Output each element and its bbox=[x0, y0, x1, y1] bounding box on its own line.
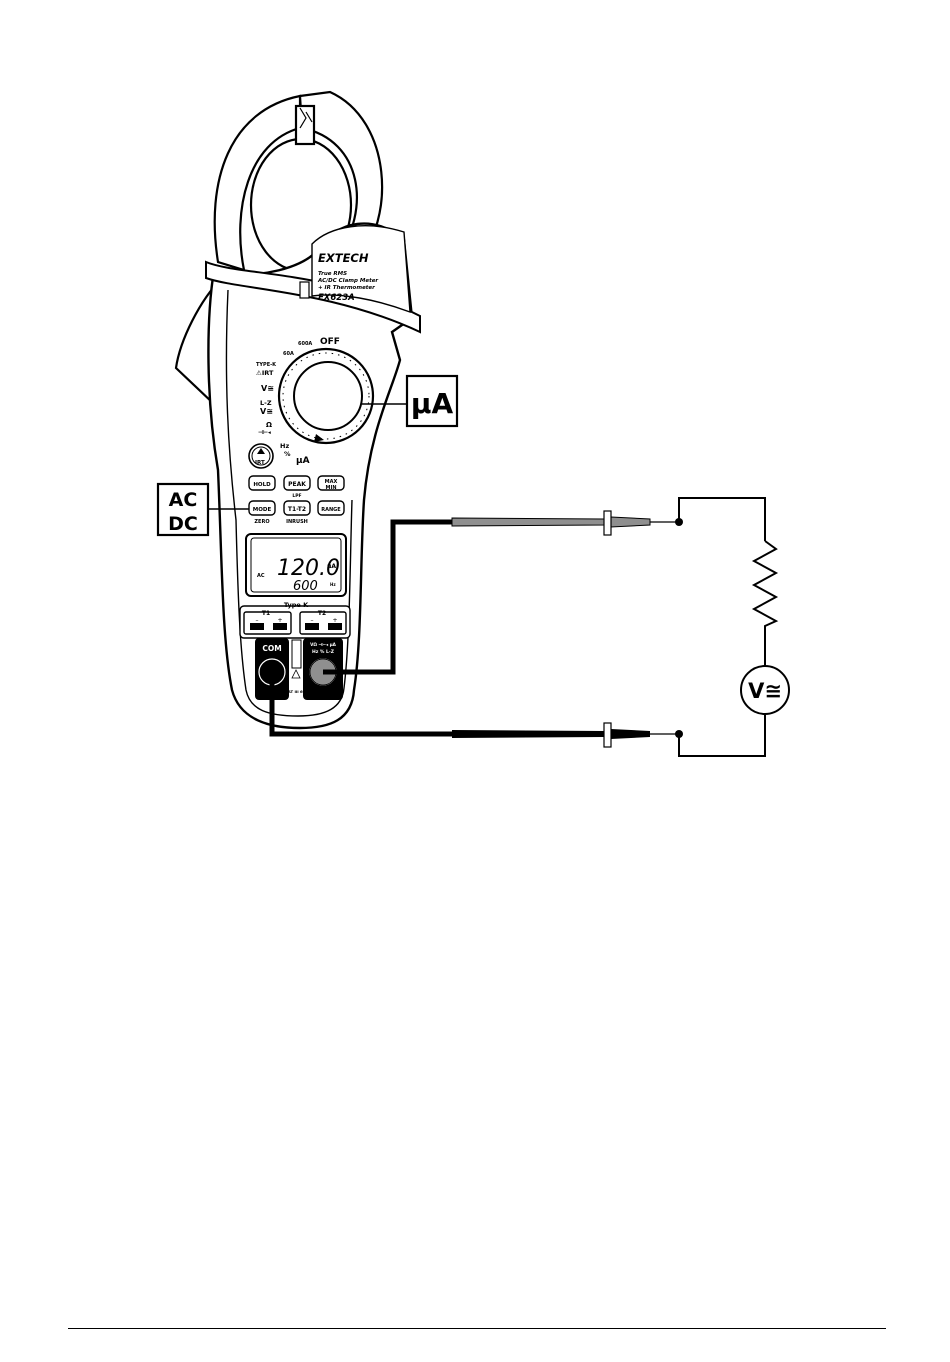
red-probe bbox=[452, 518, 604, 526]
lcd-sub-unit: Hz bbox=[330, 582, 336, 587]
dial-diode-label: ⊣⊢◂ bbox=[258, 430, 271, 436]
hold-label: HOLD bbox=[253, 482, 271, 488]
t1-label: T1 bbox=[262, 610, 270, 617]
t2-plus-socket[interactable] bbox=[328, 623, 342, 630]
t2-plus: + bbox=[332, 617, 337, 624]
inrush-sublabel: INRUSH bbox=[286, 519, 308, 525]
mode-label: MODE bbox=[253, 507, 272, 513]
zero-sublabel: ZERO bbox=[254, 519, 269, 525]
lcd-ac-annunciator: AC bbox=[257, 573, 265, 579]
dial-volt-label: V≅ bbox=[261, 384, 274, 393]
dial-lz-label: L-Z bbox=[260, 399, 272, 407]
input-jack-label-1: VΩ ⊣⊢◂ µA bbox=[310, 642, 337, 647]
footer-rule bbox=[68, 1328, 886, 1329]
circuit bbox=[679, 498, 776, 756]
t1t2-label: T1-T2 bbox=[288, 506, 306, 513]
function-callout-text: µA bbox=[411, 387, 454, 420]
brand-subtitle-1: True RMS bbox=[318, 271, 347, 277]
mode-callout-text-2: DC bbox=[168, 513, 198, 535]
t1-plus: + bbox=[277, 617, 282, 624]
irt-button-label: IRT bbox=[255, 460, 265, 466]
t1-plus-socket[interactable] bbox=[273, 623, 287, 630]
dial-60a-label: 60A bbox=[283, 351, 294, 357]
input-jack-label-2: Hz % L-Z bbox=[312, 649, 335, 655]
dial-irt-label: ⚠IRT bbox=[256, 369, 274, 377]
dial-ohm-label: Ω bbox=[266, 421, 272, 429]
model-number: EX623A bbox=[318, 293, 355, 303]
peak-label: PEAK bbox=[288, 481, 306, 488]
cat-rating-label: CAT III 600V bbox=[285, 689, 311, 694]
brand-logo: EXTECH bbox=[318, 251, 369, 265]
voltage-source-label: V≅ bbox=[748, 679, 782, 703]
dial-typek-label: TYPE-K bbox=[256, 362, 277, 368]
dial-lzv-label: V≅ bbox=[260, 407, 273, 416]
red-probe-contact bbox=[675, 518, 683, 526]
brand-subtitle-2: AC/DC Clamp Meter bbox=[317, 278, 378, 284]
lcd-sub-value: 600 bbox=[293, 579, 318, 594]
brand-subtitle-3: + IR Thermometer bbox=[318, 285, 375, 291]
dial-ua-label: µA bbox=[296, 456, 310, 466]
dial-pct-label: % bbox=[284, 450, 291, 458]
lcd-main-unit: µA bbox=[327, 563, 336, 570]
range-label: RANGE bbox=[321, 507, 341, 513]
maxmin-label-2: MIN bbox=[325, 485, 336, 491]
black-probe-guard bbox=[604, 723, 611, 747]
dial-hz-label: Hz bbox=[280, 442, 289, 450]
resistor-symbol bbox=[754, 541, 776, 666]
black-probe-tip bbox=[611, 729, 650, 739]
dial-600a-label: 600A bbox=[298, 341, 312, 347]
red-probe-tip bbox=[611, 517, 650, 527]
t2-minus: – bbox=[311, 617, 314, 624]
red-probe-guard bbox=[604, 511, 611, 535]
dial-off-label: OFF bbox=[320, 337, 340, 347]
type-k-label: Type K bbox=[284, 601, 309, 609]
com-jack-label: COM bbox=[262, 644, 281, 653]
rotary-dial[interactable] bbox=[279, 349, 373, 443]
t1-minus-socket[interactable] bbox=[250, 623, 264, 630]
black-probe bbox=[452, 730, 604, 738]
black-probe-contact bbox=[675, 730, 683, 738]
mode-callout-text-1: AC bbox=[169, 489, 198, 511]
t2-label: T2 bbox=[318, 610, 326, 617]
t1-minus: – bbox=[256, 617, 259, 624]
lpf-sublabel: LPF bbox=[292, 493, 301, 499]
t2-minus-socket[interactable] bbox=[305, 623, 319, 630]
